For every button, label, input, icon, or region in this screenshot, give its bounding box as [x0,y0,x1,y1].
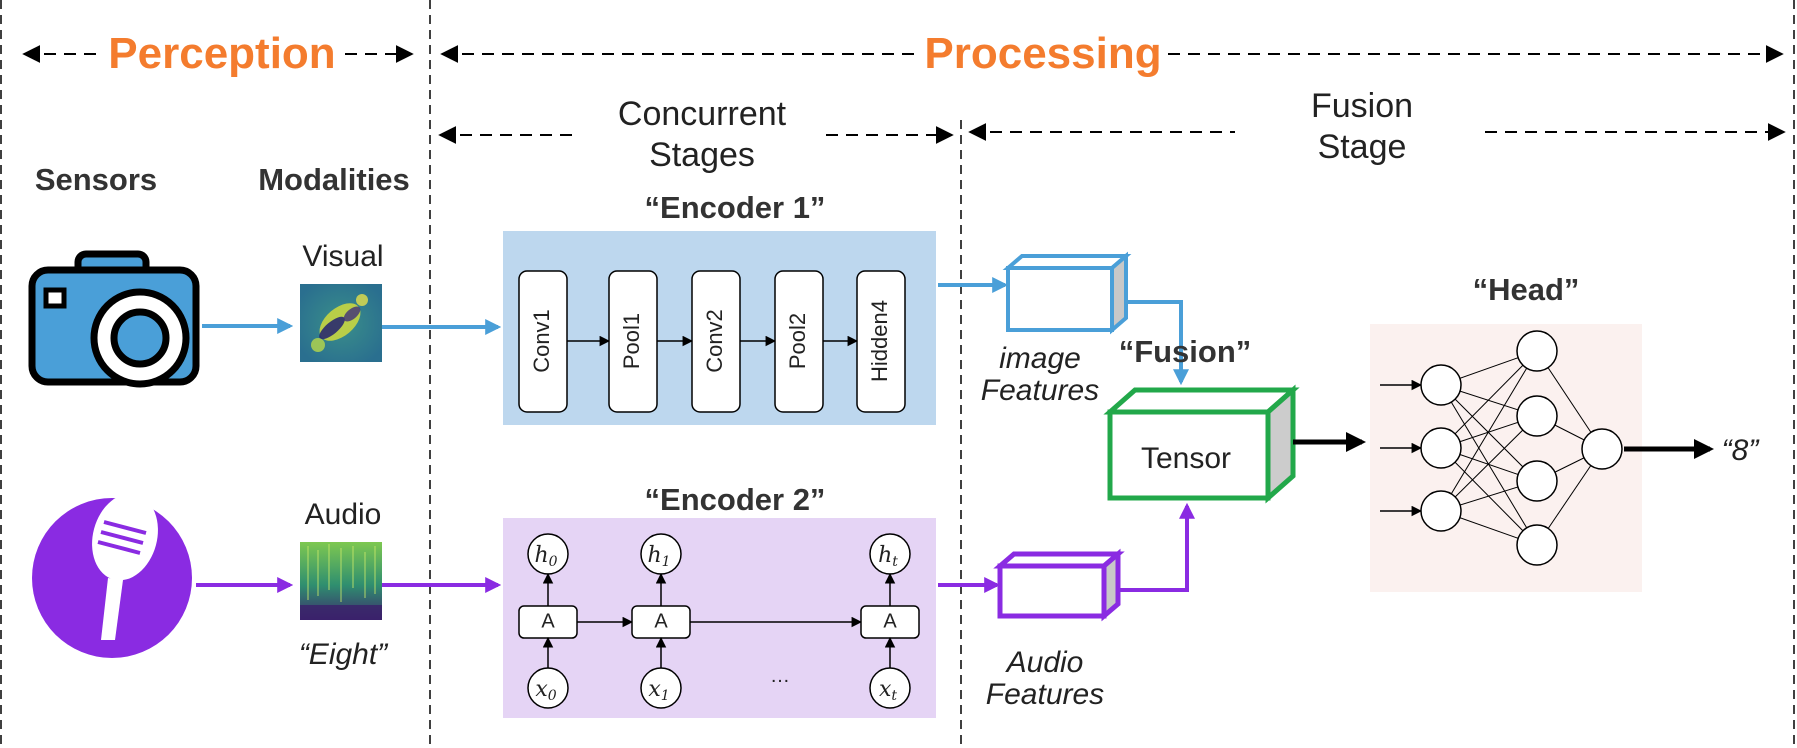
head-neuron [1581,428,1623,470]
modalities-header: Modalities [258,162,410,197]
rnn-hidden-label: h1 [647,543,670,570]
encoder1-layer-label: Pool1 [619,313,644,369]
encoder2-ellipsis: … [770,665,790,687]
rnn-input-label: x0 [535,677,556,704]
rnn-hidden-label: ht [878,543,898,570]
encoder1-title: “Encoder 1” [645,190,826,225]
head-neuron [1516,330,1558,372]
visual-label: Visual [302,240,383,273]
camera-icon [28,250,200,388]
visual-feature-image [300,284,382,362]
concurrent-stages-span: Concurrent Stages [438,95,954,174]
rnn-input-label: xt [879,677,897,704]
encoder1-layers: Conv1 Pool1 Conv2 Pool2 Hidden4 [518,270,906,413]
audio-spectrogram [300,542,382,620]
head-connection [1440,384,1538,482]
head-neuron [1516,460,1558,502]
image-features-block [1002,251,1132,335]
perception-label: Perception [108,29,335,78]
audio-features-block [993,548,1125,622]
audio-features-label-line1: Audio [1005,646,1084,679]
head-title: “Head” [1473,272,1580,307]
head-neuron [1516,524,1558,566]
tensor-block [1103,384,1300,504]
encoder2-rnn: Ah0 x0 Ah1 x1 Aht xt [518,533,920,709]
head-connection [1440,415,1538,512]
rnn-cell-label: A [883,610,897,632]
fusion-stage-label-line1: Fusion [1311,87,1413,125]
rnn-cell-label: A [541,610,555,632]
image-features-label-line1: image [999,342,1081,375]
encoder2-title: “Encoder 2” [645,482,826,517]
image-features-label-line2: Features [981,374,1099,407]
encoder1-layer-label: Hidden4 [867,300,892,382]
encoder1-layer-label: Conv2 [702,309,727,373]
fusion-title: “Fusion” [1119,334,1252,369]
encoder1-layer-hidden4 [856,270,906,413]
head-connection [1440,350,1538,512]
encoder1-layer-label: Pool2 [785,313,810,369]
tensor-label: Tensor [1141,442,1231,475]
head-connection [1440,350,1538,449]
perception-span: Perception [22,29,414,78]
concurrent-stages-label-line1: Concurrent [618,95,787,133]
rnn-input-label: x1 [648,677,669,704]
audio-label: Audio [305,498,382,531]
head-neuron [1420,364,1462,406]
fusion-stage-label-line2: Stage [1318,128,1407,166]
head-neuron [1420,427,1462,469]
audio-features-label-line2: Features [986,678,1104,711]
rnn-cell-label: A [654,610,668,632]
audio-features-to-tensor-arrow [1118,502,1195,592]
encoder1-layer-label: Conv1 [529,309,554,373]
microphone-icon [32,493,192,658]
audio-caption: “Eight” [299,638,389,671]
processing-label: Processing [924,29,1161,78]
head-network [1380,330,1623,566]
processing-span: Processing [440,29,1784,78]
image-features-to-tensor-arrow [1126,300,1189,386]
fusion-stage-span: Fusion Stage [968,87,1786,166]
sensors-header: Sensors [35,162,157,197]
rnn-hidden-label: h0 [534,543,557,570]
head-neuron [1420,490,1462,532]
head-neuron [1516,395,1558,437]
concurrent-stages-label-line2: Stages [649,136,755,174]
output-label: “8” [1722,434,1761,467]
